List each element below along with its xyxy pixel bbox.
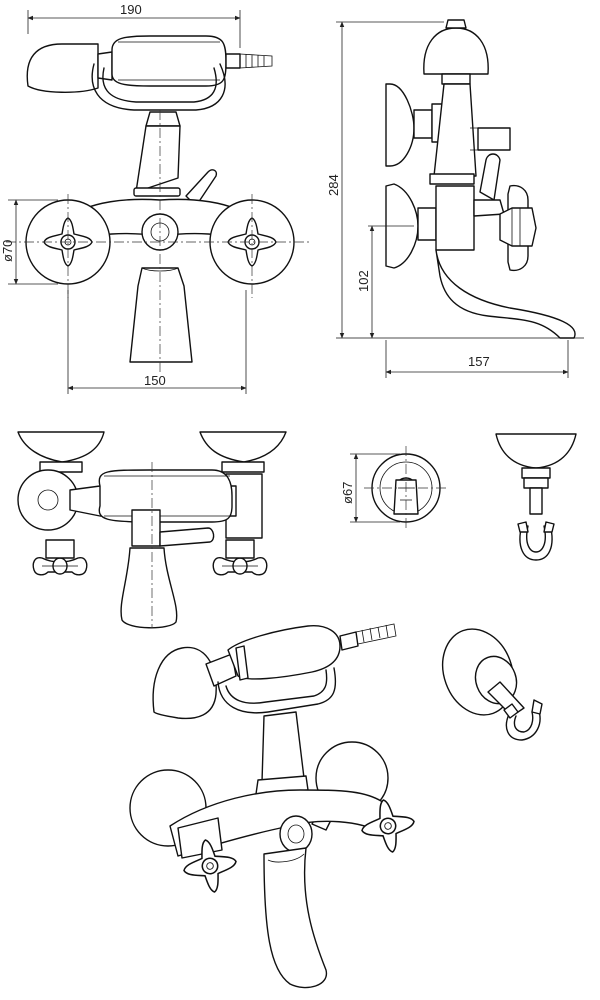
projection-label: 157 [468,354,490,369]
wall-flange-view: ø67 [340,446,448,530]
side-view: 284 102 157 [326,19,584,378]
total-height-label: 284 [326,174,341,196]
isometric-view [129,623,420,989]
centers-label: 150 [144,373,166,388]
top-view [17,431,287,629]
wall-holder-iso-view [441,628,543,741]
handshower-holder-view [495,433,577,561]
wall-flange-diameter-label: ø67 [340,482,355,504]
rosette-diameter-label: ø70 [0,240,15,262]
top-width-label: 190 [120,2,142,17]
front-view: 190 ø70 150 [0,2,312,394]
spout-height-label: 102 [356,270,371,292]
